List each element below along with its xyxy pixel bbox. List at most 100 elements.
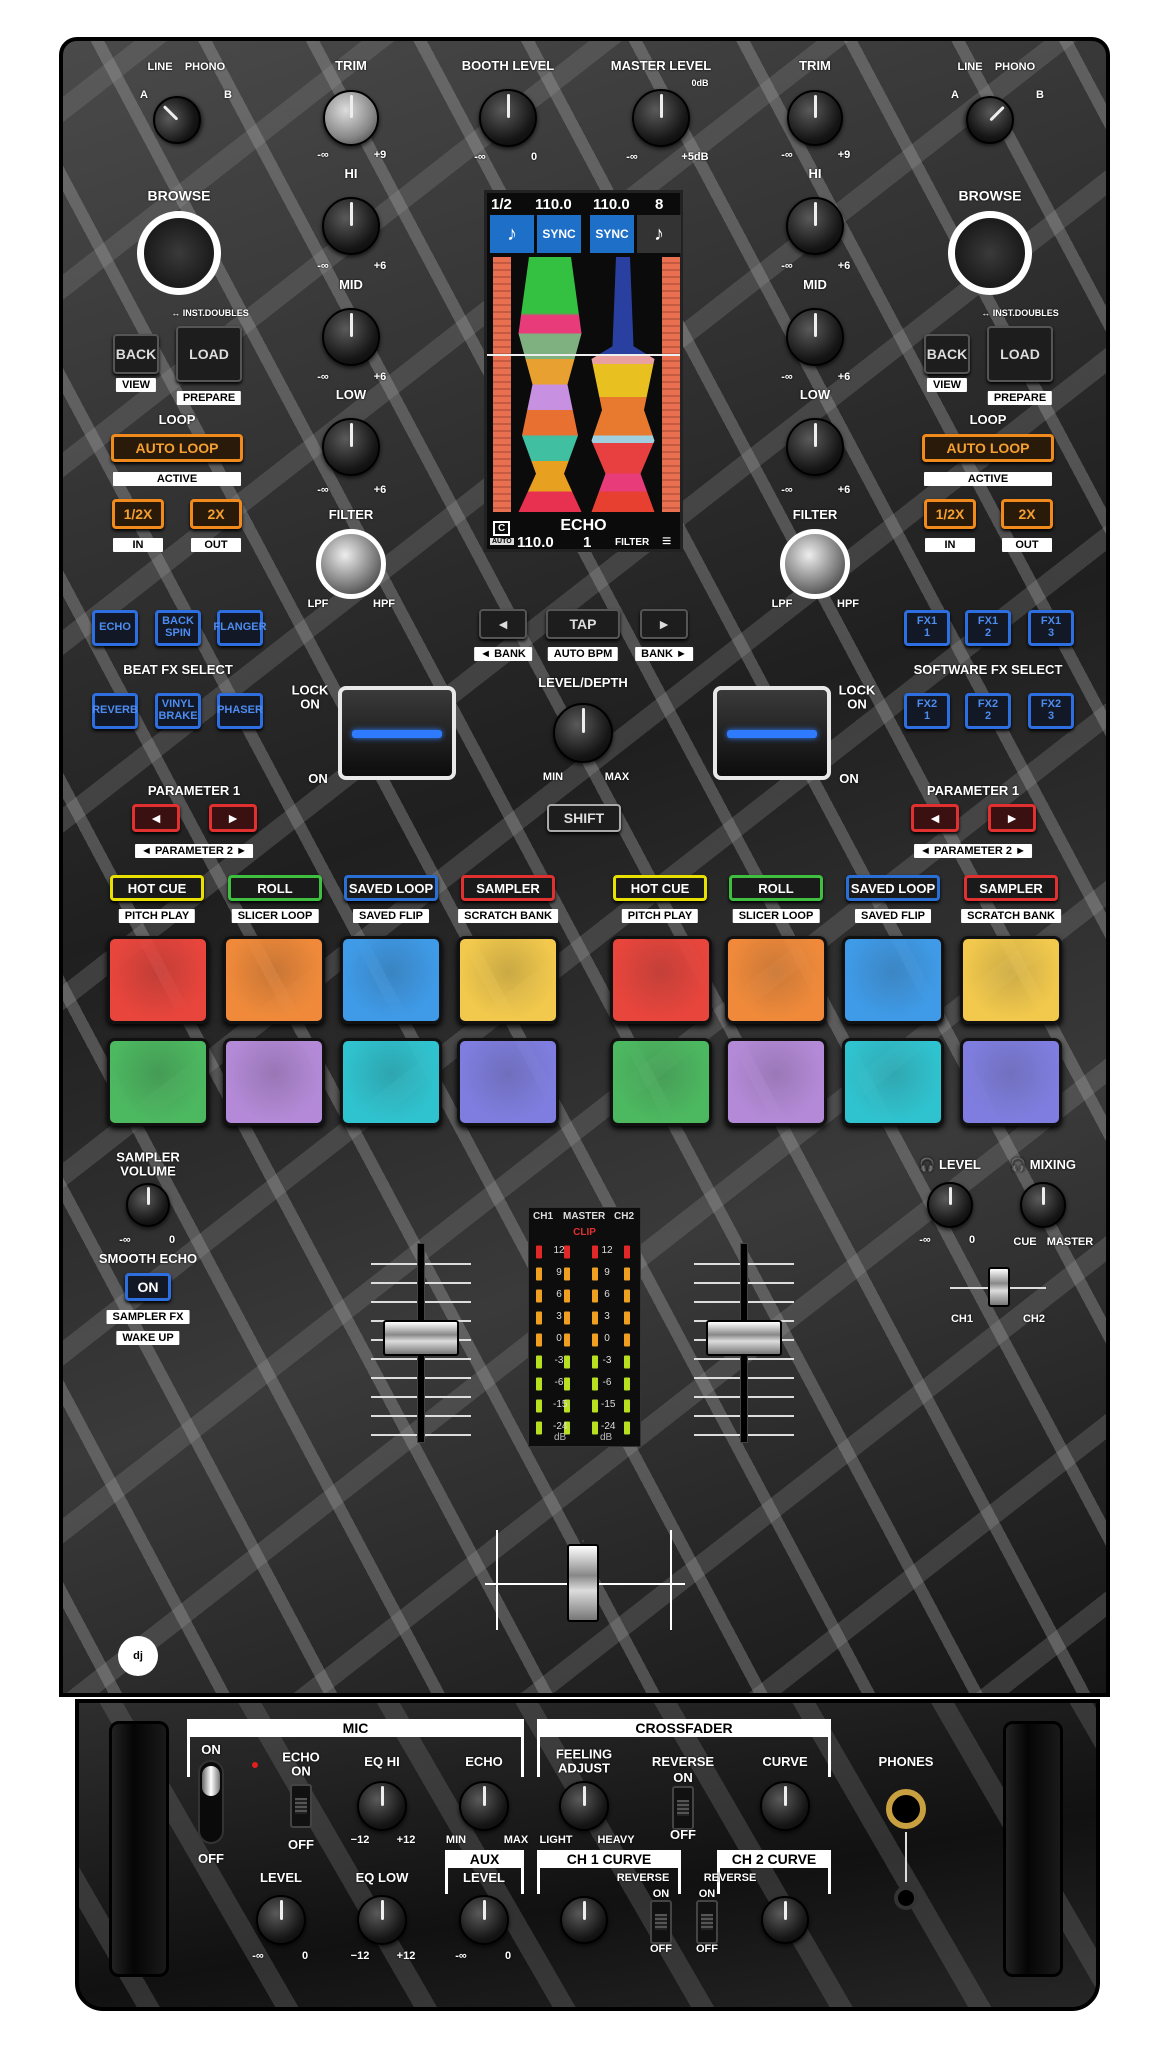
master-level-knob[interactable] (632, 89, 690, 147)
shift-button[interactable]: SHIFT (547, 804, 621, 832)
left-sync-button[interactable]: SYNC (537, 215, 581, 253)
load-button[interactable]: LOAD (987, 326, 1053, 382)
ch1-curve-knob[interactable] (560, 1896, 608, 1944)
ch2-reverse-switch[interactable] (696, 1900, 718, 1944)
parameter-right-button[interactable]: ► (988, 804, 1036, 832)
ch1-trim-knob[interactable] (323, 90, 379, 146)
performance-pad[interactable] (610, 936, 712, 1024)
right-key-lock-icon[interactable]: ♪ (637, 215, 681, 253)
cf-reverse-switch[interactable] (672, 1786, 694, 1830)
performance-pad[interactable] (107, 1038, 209, 1126)
parameter-left-button[interactable]: ◄ (132, 804, 180, 832)
performance-pad[interactable] (725, 936, 827, 1024)
ch2-trim-knob[interactable] (787, 90, 843, 146)
meter-led (536, 1333, 542, 1347)
browse-encoder[interactable] (948, 211, 1032, 295)
headphone-mixing-knob[interactable] (1020, 1182, 1066, 1228)
ch1-fader-cap[interactable] (383, 1320, 459, 1356)
feeling-adjust-knob[interactable] (559, 1781, 609, 1831)
ch2-lock-slider[interactable] (713, 686, 831, 780)
auto-loop-button[interactable]: AUTO LOOP (111, 434, 243, 462)
sampler-volume-knob[interactable] (126, 1183, 170, 1227)
loop-double-button[interactable]: 2X (190, 499, 242, 529)
mic-level-knob[interactable] (256, 1895, 306, 1945)
pad-mode-saved-loop-button[interactable]: SAVED LOOP (846, 875, 940, 901)
performance-pad[interactable] (340, 936, 442, 1024)
ch1-filter-knob[interactable] (316, 529, 386, 599)
left-key-lock-icon[interactable]: ♪ (490, 215, 534, 253)
auto-loop-button[interactable]: AUTO LOOP (922, 434, 1054, 462)
ch2-fader-cap[interactable] (706, 1320, 782, 1356)
performance-pad[interactable] (725, 1038, 827, 1126)
beat-fx-phaser-button[interactable]: PHASER (217, 693, 263, 729)
right-sync-button[interactable]: SYNC (590, 215, 634, 253)
fx1-1-button[interactable]: FX1 1 (904, 610, 950, 646)
ch2-eq-mid-knob[interactable] (786, 308, 844, 366)
pad-mode-sampler-button[interactable]: SAMPLER (461, 875, 555, 901)
mic-echo-knob[interactable] (459, 1781, 509, 1831)
ch2-eq-hi-knob[interactable] (786, 197, 844, 255)
beat-fx-vinyl-brake-button[interactable]: VINYL BRAKE (155, 693, 201, 729)
ch1-eq-low-knob[interactable] (322, 418, 380, 476)
cf-curve-knob[interactable] (760, 1781, 810, 1831)
load-button[interactable]: LOAD (176, 326, 242, 382)
ch2-filter-knob[interactable] (780, 529, 850, 599)
pad-mode-roll-button[interactable]: ROLL (228, 875, 322, 901)
ch1-eq-hi-knob[interactable] (322, 197, 380, 255)
headphone-level-knob[interactable] (927, 1182, 973, 1228)
aux-level-knob[interactable] (459, 1895, 509, 1945)
performance-pad[interactable] (340, 1038, 442, 1126)
bank-prev-button[interactable]: ◄ (479, 609, 527, 639)
ch2-eq-low-knob[interactable] (786, 418, 844, 476)
ch1-lock-slider[interactable] (338, 686, 456, 780)
pad-mode-hot-cue-button[interactable]: HOT CUE (110, 875, 204, 901)
back-button[interactable]: BACK (113, 334, 159, 374)
browse-encoder[interactable] (137, 211, 221, 295)
booth-level-knob[interactable] (479, 89, 537, 147)
performance-pad[interactable] (223, 936, 325, 1024)
menu-icon[interactable]: ≡ (662, 533, 672, 550)
loop-double-button[interactable]: 2X (1001, 499, 1053, 529)
fx2-2-button[interactable]: FX2 2 (965, 693, 1011, 729)
beat-fx-reverb-button[interactable]: REVERB (92, 693, 138, 729)
pad-mode-roll-button[interactable]: ROLL (729, 875, 823, 901)
ch1-eq-mid-knob[interactable] (322, 308, 380, 366)
tap-button[interactable]: TAP (546, 609, 620, 639)
meter-led (536, 1399, 542, 1413)
mic-eq-hi-knob[interactable] (357, 1781, 407, 1831)
beat-fx-echo-button[interactable]: ECHO (92, 610, 138, 646)
fx2-3-button[interactable]: FX2 3 (1028, 693, 1074, 729)
smooth-echo-on-button[interactable]: ON (125, 1273, 171, 1301)
performance-pad[interactable] (223, 1038, 325, 1126)
pad-mode-sampler-button[interactable]: SAMPLER (964, 875, 1058, 901)
performance-pad[interactable] (960, 1038, 1062, 1126)
mic-on-off-switch[interactable] (198, 1760, 224, 1844)
performance-pad[interactable] (107, 936, 209, 1024)
beat-fx-backspin-button[interactable]: BACK SPIN (155, 610, 201, 646)
loop-half-button[interactable]: 1/2X (924, 499, 976, 529)
pad-mode-saved-loop-button[interactable]: SAVED LOOP (344, 875, 438, 901)
mic-eq-low-knob[interactable] (357, 1895, 407, 1945)
performance-pad[interactable] (457, 1038, 559, 1126)
performance-pad[interactable] (610, 1038, 712, 1126)
pad-mode-hot-cue-button[interactable]: HOT CUE (613, 875, 707, 901)
performance-pad[interactable] (457, 936, 559, 1024)
beat-fx-flanger-button[interactable]: FLANGER (213, 610, 267, 646)
ch2-curve-knob[interactable] (761, 1896, 809, 1944)
loop-half-button[interactable]: 1/2X (112, 499, 164, 529)
mini-crossfader-cap[interactable] (988, 1267, 1010, 1307)
level-depth-knob[interactable] (553, 703, 613, 763)
bank-next-button[interactable]: ► (640, 609, 688, 639)
crossfader-cap[interactable] (567, 1544, 599, 1622)
parameter-left-button[interactable]: ◄ (911, 804, 959, 832)
performance-pad[interactable] (842, 936, 944, 1024)
fx1-2-button[interactable]: FX1 2 (965, 610, 1011, 646)
fx2-1-button[interactable]: FX2 1 (904, 693, 950, 729)
ch1-reverse-switch[interactable] (650, 1900, 672, 1944)
back-button[interactable]: BACK (924, 334, 970, 374)
mic-echo-switch[interactable] (290, 1784, 312, 1828)
fx1-3-button[interactable]: FX1 3 (1028, 610, 1074, 646)
performance-pad[interactable] (842, 1038, 944, 1126)
parameter-right-button[interactable]: ► (209, 804, 257, 832)
performance-pad[interactable] (960, 936, 1062, 1024)
